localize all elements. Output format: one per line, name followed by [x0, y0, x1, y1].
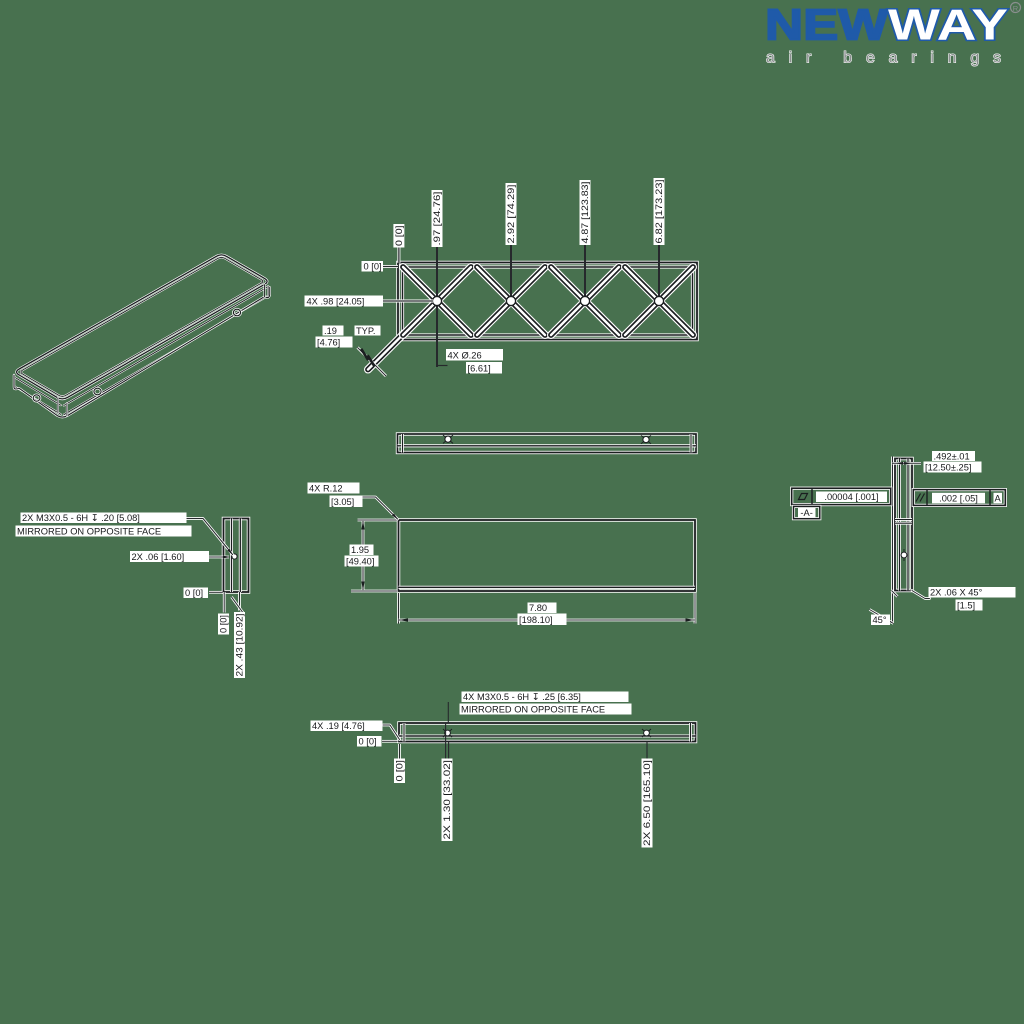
- svg-text:4.87 [123.83]: 4.87 [123.83]: [580, 182, 590, 244]
- svg-text:MIRRORED ON OPPOSITE FACE: MIRRORED ON OPPOSITE FACE: [461, 704, 605, 714]
- svg-text:.002 [.05]: .002 [.05]: [939, 493, 978, 503]
- svg-text:.19: .19: [324, 326, 337, 336]
- svg-text:0 [0]: 0 [0]: [185, 588, 203, 598]
- svg-text:0 [0]: 0 [0]: [394, 226, 404, 247]
- svg-text:NEW: NEW: [765, 1, 889, 50]
- svg-text:[6.61]: [6.61]: [468, 364, 491, 374]
- svg-text:4X .98 [24.05]: 4X .98 [24.05]: [307, 297, 365, 307]
- svg-text:2X 1.30 [33.02]: 2X 1.30 [33.02]: [442, 760, 452, 840]
- svg-text:1.95: 1.95: [351, 545, 369, 555]
- svg-text:4X .19 [4.76]: 4X .19 [4.76]: [312, 721, 365, 731]
- svg-text:A: A: [994, 494, 1001, 504]
- svg-text:[4.76]: [4.76]: [317, 338, 340, 348]
- svg-text:0 [0]: 0 [0]: [364, 262, 382, 272]
- svg-text:[3.05]: [3.05]: [331, 497, 354, 507]
- svg-text:7.80: 7.80: [529, 603, 547, 613]
- svg-text:R: R: [1013, 4, 1019, 13]
- svg-text:0 [0]: 0 [0]: [395, 760, 405, 782]
- svg-text:[198.10]: [198.10]: [519, 615, 553, 625]
- svg-text:.97 [24.76]: .97 [24.76]: [432, 192, 442, 246]
- svg-text:4X M3X0.5 - 6H ↧ .25 [6.35]: 4X M3X0.5 - 6H ↧ .25 [6.35]: [463, 692, 581, 702]
- svg-text:[1.5]: [1.5]: [957, 601, 975, 611]
- svg-text:2X .06 [1.60]: 2X .06 [1.60]: [132, 552, 185, 562]
- svg-text:.00004 [.001]: .00004 [.001]: [824, 492, 878, 502]
- svg-text:2X 6.50 [165.10]: 2X 6.50 [165.10]: [642, 760, 652, 846]
- svg-text:MIRRORED ON OPPOSITE FACE: MIRRORED ON OPPOSITE FACE: [17, 526, 161, 536]
- svg-text:2X .43 [10.92]: 2X .43 [10.92]: [235, 614, 245, 677]
- svg-text:2X .06 X 45°: 2X .06 X 45°: [930, 587, 983, 597]
- svg-text:0 [0]: 0 [0]: [219, 615, 229, 633]
- svg-text:45°: 45°: [873, 615, 887, 625]
- svg-text:TYP.: TYP.: [356, 326, 375, 336]
- svg-text:.492±.01: .492±.01: [934, 451, 970, 461]
- svg-text:2.92 [74.29]: 2.92 [74.29]: [506, 185, 516, 244]
- svg-text:4X Ø.26: 4X Ø.26: [448, 351, 482, 361]
- svg-text:2X M3X0.5 - 6H ↧ .20 [5.08]: 2X M3X0.5 - 6H ↧ .20 [5.08]: [22, 513, 140, 523]
- svg-text:[12.50±.25]: [12.50±.25]: [925, 463, 971, 473]
- svg-text:6.82 [173.23]: 6.82 [173.23]: [654, 180, 664, 244]
- svg-text:4X R.12: 4X R.12: [309, 484, 343, 494]
- svg-text:[49.40]: [49.40]: [346, 557, 374, 567]
- svg-text:WAY: WAY: [888, 1, 1008, 50]
- svg-text:-A-: -A-: [800, 508, 812, 518]
- svg-text:0 [0]: 0 [0]: [359, 737, 377, 747]
